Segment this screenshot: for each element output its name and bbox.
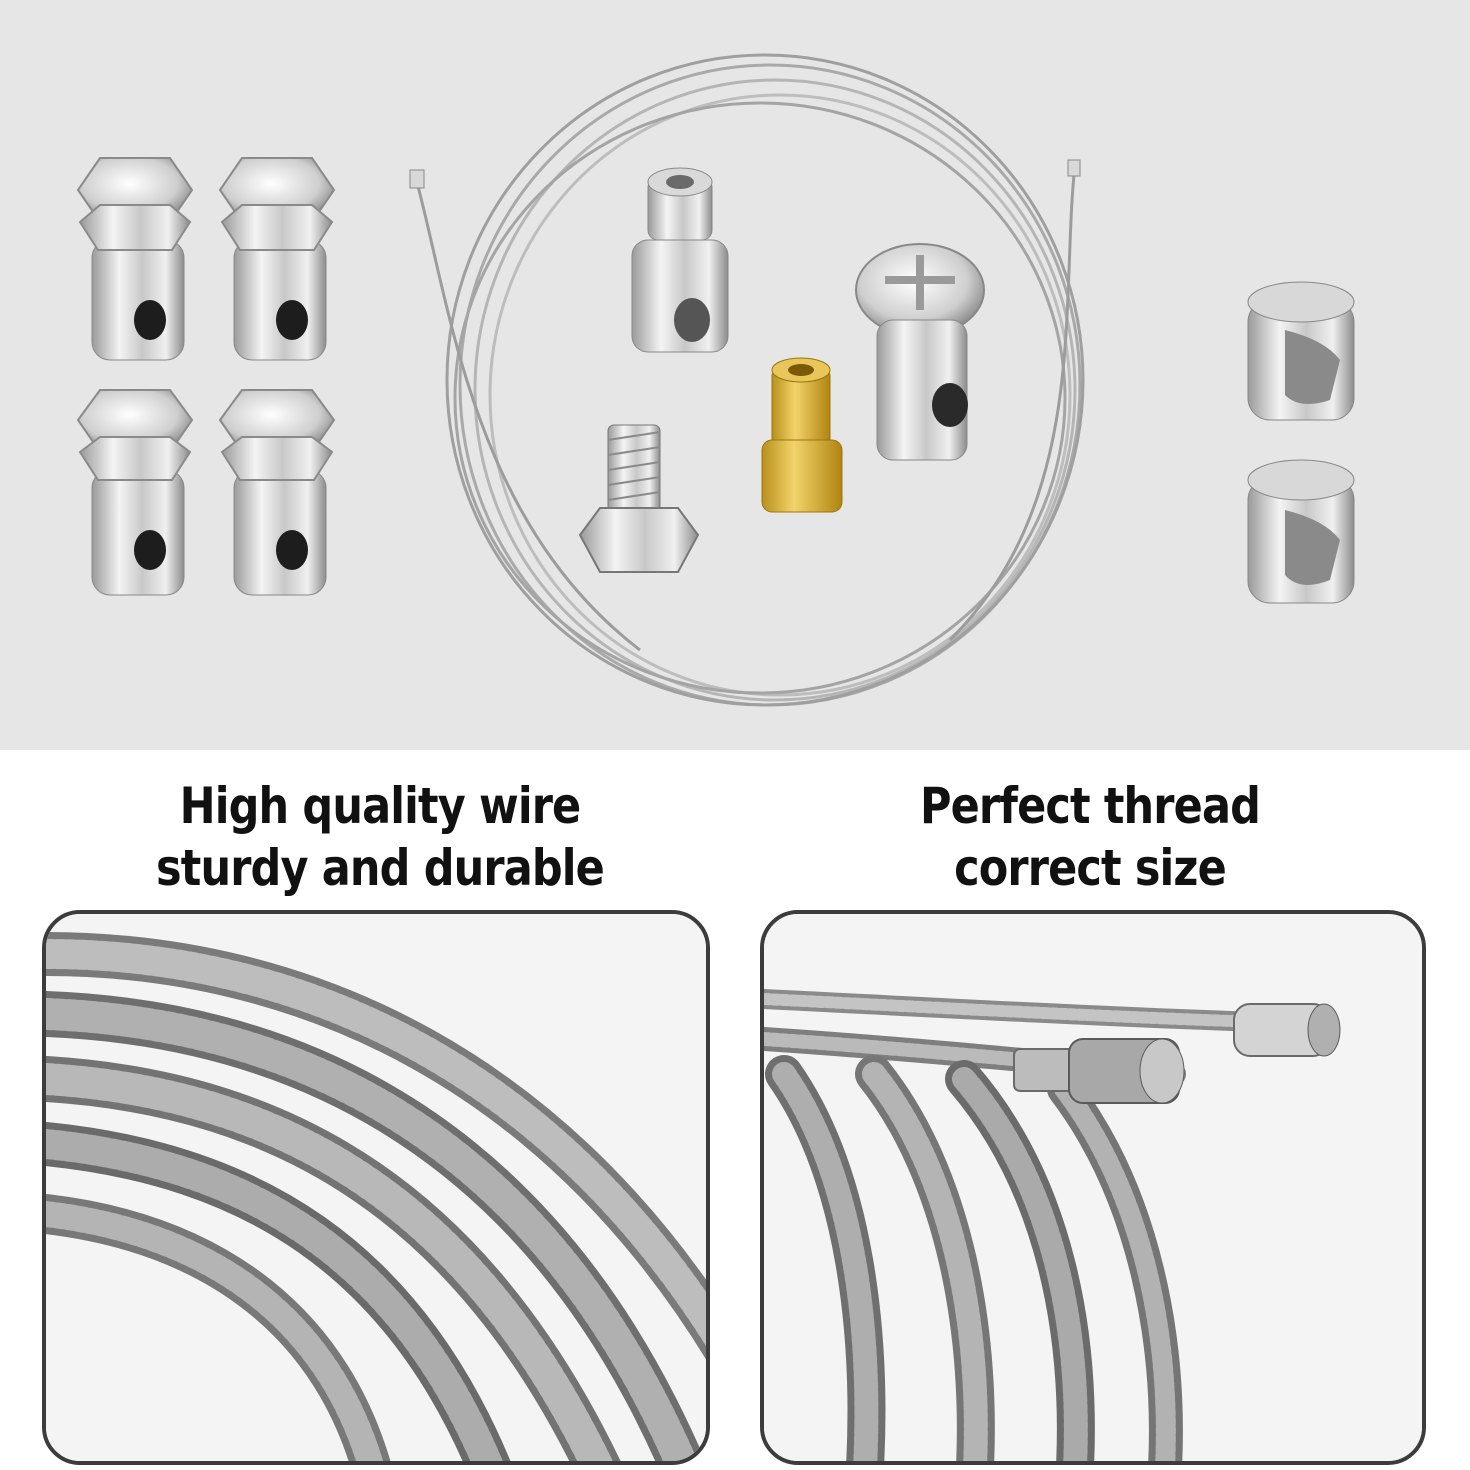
thread-closeup-panel: [760, 910, 1426, 1465]
feature-line: correct size: [954, 839, 1227, 897]
feature-caption-wire: High quality wire sturdy and durable: [88, 775, 673, 899]
brass-ferrule: [761, 357, 843, 513]
hex-barrel-nut: [218, 389, 336, 596]
wire-end-cap: [409, 169, 425, 189]
wire-closeup-image: [46, 914, 706, 1461]
cable-pinch-bolt: [631, 167, 729, 353]
thread-closeup-image: [764, 914, 1422, 1461]
wire-coil: [413, 53, 1085, 707]
round-head-screw: [855, 243, 985, 461]
round-barrel-nut: [1247, 281, 1355, 421]
hex-bolt: [578, 424, 700, 573]
cable-end-tip: [1233, 1003, 1341, 1057]
hex-barrel-nut: [76, 157, 194, 361]
product-image: [0, 0, 1470, 750]
hex-barrel-nut: [218, 157, 336, 361]
wire-end-cap: [1067, 159, 1081, 177]
round-barrel-nut: [1247, 459, 1355, 604]
feature-line: Perfect thread: [919, 777, 1261, 835]
product-illustration: [76, 53, 1355, 707]
feature-line: sturdy and durable: [156, 839, 605, 897]
cable-end-crimp: [1013, 1038, 1185, 1104]
feature-caption-thread: Perfect thread correct size: [798, 775, 1383, 899]
feature-line: High quality wire: [179, 777, 582, 835]
wire-closeup-panel: [42, 910, 710, 1465]
hex-barrel-nut: [76, 389, 194, 596]
